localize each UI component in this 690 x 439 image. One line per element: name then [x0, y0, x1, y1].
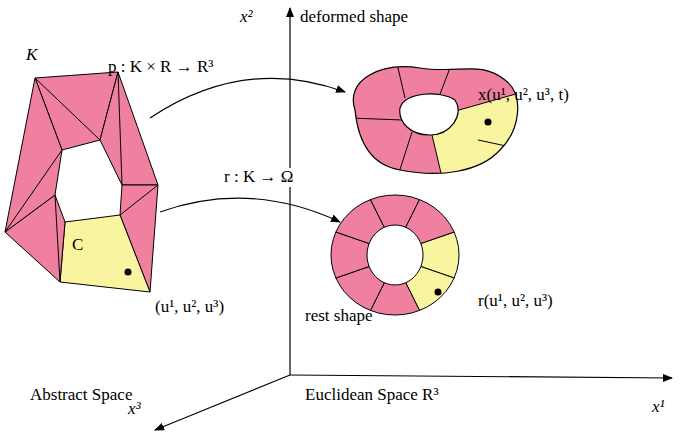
map-arrow: [150, 78, 345, 118]
x2-axis: [289, 8, 290, 375]
deformed-shape: [340, 55, 540, 190]
map-label: p : K × R → R³: [108, 58, 213, 77]
complex-label: K: [26, 46, 37, 65]
mesh-cell: [60, 215, 150, 292]
map-label: r : K → Ω: [222, 168, 295, 187]
abstract-mesh: [5, 72, 158, 292]
x1-axis: [290, 375, 672, 378]
point-label: (u¹, u², u³): [155, 298, 224, 317]
axis-label: x²: [240, 8, 253, 27]
mesh-edge: [120, 185, 158, 215]
cell-label: C: [72, 236, 83, 255]
mesh-cell: [5, 78, 62, 232]
mesh-edge: [5, 150, 62, 232]
space-label: Abstract Space: [30, 386, 132, 405]
axis-label: x³: [128, 400, 141, 419]
point-label: r(u¹, u², u³): [478, 292, 553, 311]
shape-label: rest shape: [305, 307, 373, 326]
mesh-edge: [118, 72, 122, 185]
point-dot: [125, 269, 132, 276]
mesh-cell: [100, 72, 158, 185]
x3-axis: [155, 375, 290, 430]
map-arrow: [160, 198, 340, 222]
space-label: Euclidean Space R³: [305, 386, 439, 405]
point-dot: [435, 289, 442, 296]
ring-cell: [406, 200, 454, 244]
rest-shape: [331, 195, 459, 315]
axis-label: x¹: [652, 398, 665, 417]
shape-label: deformed shape: [300, 8, 408, 27]
point-label: x(u¹, u², u³, t): [478, 86, 569, 105]
mesh-edge: [55, 195, 60, 282]
